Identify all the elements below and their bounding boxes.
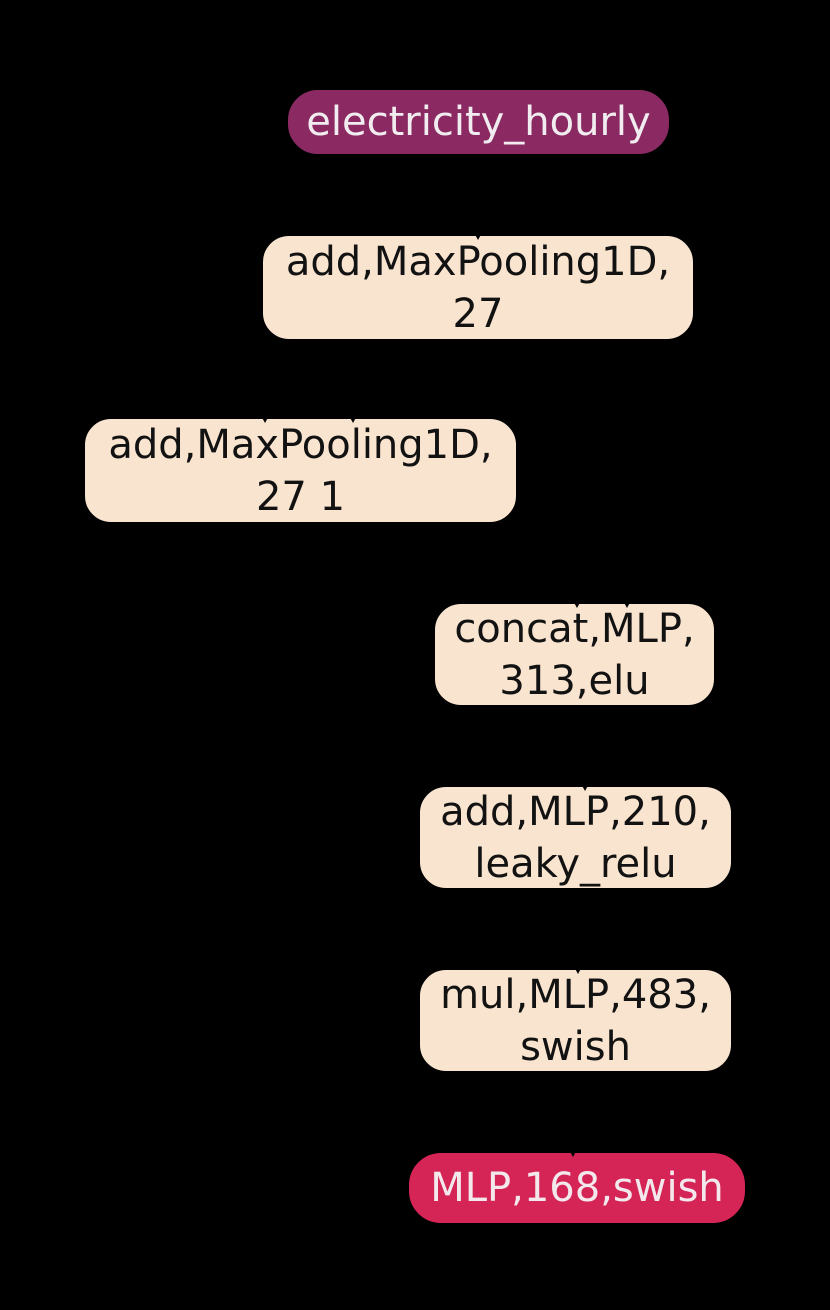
- graph-node-label: leaky_relu: [474, 840, 677, 887]
- edge-arrowhead-icon: [259, 412, 271, 423]
- graph-node-add-mlp-210-leaky_relu: add,MLP,210, leaky_relu: [418, 785, 733, 890]
- graph-node-label: concat,MLP,: [454, 605, 695, 652]
- graph-node-concat-mlp-313-elu: concat,MLP, 313,elu: [433, 602, 716, 707]
- graph-node-label: mul,MLP,483,: [440, 971, 711, 1018]
- graph-node-label: swish: [520, 1023, 631, 1070]
- graph-node-label: electricity_hourly: [306, 99, 651, 145]
- graph-node-label: MLP,168,swish: [430, 1165, 724, 1211]
- edge-arrowhead-icon: [472, 229, 484, 240]
- edge-arrowhead-icon: [579, 780, 591, 791]
- graph-node-label: add,MLP,210,: [440, 788, 711, 835]
- graph-node-mlp-168-swish: MLP,168,swish: [407, 1151, 747, 1225]
- edge-arrowhead-icon: [572, 963, 584, 974]
- edge-arrowhead-icon: [621, 597, 633, 608]
- edge-arrowhead-icon: [571, 597, 583, 608]
- graph-node-label: 27: [452, 290, 504, 337]
- edge-arrowhead-icon: [567, 1146, 579, 1157]
- graph-node-electricity_hourly: electricity_hourly: [286, 88, 671, 156]
- graph-node-label: add,MaxPooling1D,: [285, 238, 671, 285]
- graph-node-add-maxpooling1d-27-1: add,MaxPooling1D, 27 1: [83, 417, 518, 524]
- graph-node-label: 313,elu: [499, 657, 650, 704]
- graph-node-mul-mlp-483-swish: mul,MLP,483, swish: [418, 968, 733, 1073]
- graph-node-label: 27 1: [255, 473, 346, 520]
- graph-node-label: add,MaxPooling1D,: [108, 421, 493, 468]
- graph-node-add-maxpooling1d-27: add,MaxPooling1D, 27: [261, 234, 695, 341]
- edge-arrowhead-icon: [347, 412, 359, 423]
